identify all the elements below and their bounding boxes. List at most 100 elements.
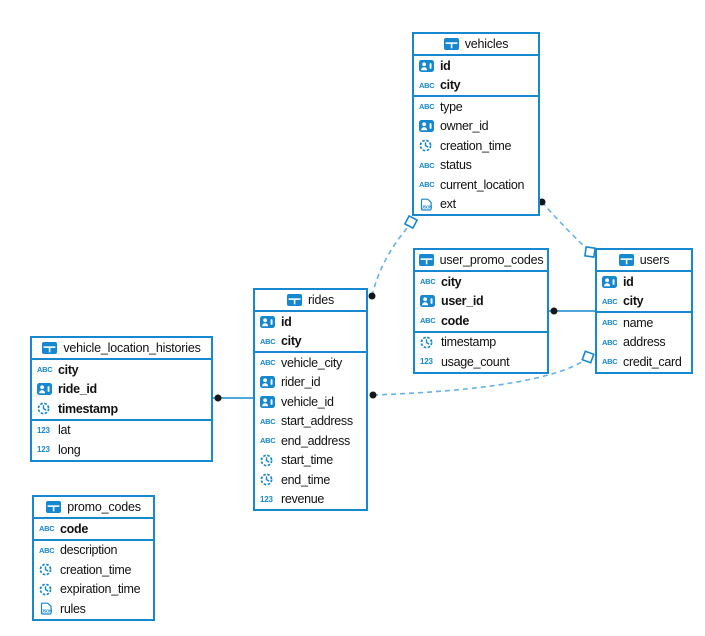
string-type-icon: ABC [37,365,53,375]
relationship-end-marker [581,350,595,364]
string-type-icon: ABC [260,436,276,446]
column-row[interactable]: vehicle_id [255,392,366,412]
column-row[interactable]: id [255,312,366,332]
timestamp-type-icon [260,454,276,467]
string-type-icon: ABC [419,80,435,90]
column-row[interactable]: 123 lat [32,421,211,441]
column-name: address [623,335,666,350]
relationship-endpoint-dot [214,394,222,402]
column-name: city [440,78,461,93]
column-row[interactable]: ABC type [414,97,538,117]
uuid-type-icon [260,315,276,328]
column-row[interactable]: ABC address [597,333,691,353]
column-name: creation_time [60,562,132,577]
table-header[interactable]: promo_codes [34,497,153,519]
json-type-icon: JSON [39,602,55,615]
column-name: ext [440,197,456,212]
column-row[interactable]: ABC code [34,519,153,539]
relationship-line-rides-vehicles[interactable] [371,225,410,297]
table-user-promo-codes[interactable]: user_promo_codes ABC city user_id ABC co… [413,248,549,374]
string-type-icon: ABC [39,545,55,555]
column-row[interactable]: ABC city [255,332,366,352]
column-row[interactable]: timestamp [32,399,211,419]
table-header[interactable]: users [597,250,691,272]
table-vehicle-location-histories[interactable]: vehicle_location_histories ABC city ride… [30,336,213,462]
column-row[interactable]: ABC status [414,156,538,176]
column-row[interactable]: JSON ext [414,195,538,215]
column-row[interactable]: ABC vehicle_city [255,353,366,373]
string-type-icon: ABC [602,337,618,347]
column-name: ride_id [58,382,97,397]
table-vehicles[interactable]: vehicles id ABC city ABC type owner_id c… [412,32,540,216]
relationship-endpoint-dot [550,307,558,315]
column-row[interactable]: ABC start_address [255,412,366,432]
string-type-icon: ABC [602,318,618,328]
table-header[interactable]: user_promo_codes [415,250,547,272]
column-row[interactable]: user_id [415,292,547,312]
column-row[interactable]: ABC name [597,313,691,333]
column-row[interactable]: ride_id [32,380,211,400]
column-row[interactable]: owner_id [414,117,538,137]
column-row[interactable]: creation_time [414,136,538,156]
column-row[interactable]: ABC current_location [414,175,538,195]
json-type-icon: JSON [419,198,435,211]
column-row[interactable]: 123 usage_count [415,352,547,372]
uuid-type-icon [260,376,276,389]
column-row[interactable]: ABC description [34,541,153,561]
section-divider [34,538,153,541]
column-name: city [281,334,302,349]
column-row[interactable]: 123 revenue [255,490,366,510]
table-header[interactable]: rides [255,290,366,312]
column-row[interactable]: JSON rules [34,599,153,619]
table-rides[interactable]: rides id ABC city ABC vehicle_city rider… [253,288,368,511]
uuid-type-icon [419,59,435,72]
table-header[interactable]: vehicle_location_histories [32,338,211,360]
table-icon [46,501,62,513]
column-row[interactable]: id [597,272,691,292]
column-name: id [281,314,292,329]
column-name: end_time [281,472,331,487]
column-row[interactable]: ABC end_address [255,431,366,451]
column-row[interactable]: ABC city [32,360,211,380]
column-row[interactable]: creation_time [34,560,153,580]
column-row[interactable]: ABC code [415,311,547,331]
string-type-icon: ABC [420,277,436,287]
relationship-line-vehicles-users[interactable] [541,201,587,249]
relationship-endpoint-dot [368,292,376,300]
column-row[interactable]: ABC city [597,292,691,312]
column-row[interactable]: expiration_time [34,580,153,600]
column-row[interactable]: rider_id [255,373,366,393]
string-type-icon: ABC [260,416,276,426]
section-divider [415,330,547,333]
uuid-type-icon [602,275,618,288]
string-type-icon: ABC [419,160,435,170]
column-name: revenue [281,492,325,507]
string-type-icon: ABC [419,180,435,190]
string-type-icon: ABC [260,358,276,368]
table-header[interactable]: vehicles [414,34,538,56]
column-row[interactable]: id [414,56,538,76]
column-row[interactable]: start_time [255,451,366,471]
column-row[interactable]: ABC city [415,272,547,292]
column-row[interactable]: 123 long [32,440,211,460]
table-users[interactable]: users id ABC city ABC name ABC address A… [595,248,693,374]
column-row[interactable]: ABC city [414,76,538,96]
uuid-type-icon [260,395,276,408]
column-row[interactable]: end_time [255,470,366,490]
table-icon [286,294,303,306]
column-row[interactable]: timestamp [415,333,547,353]
section-divider [255,351,366,353]
table-title: users [639,253,670,267]
column-row[interactable]: ABC credit_card [597,352,691,372]
column-name: owner_id [440,119,489,134]
table-icon [418,254,435,266]
timestamp-type-icon [420,336,436,349]
column-name: creation_time [440,138,512,153]
string-type-icon: ABC [39,524,55,534]
column-name: rider_id [281,375,321,390]
column-name: vehicle_city [281,355,343,370]
table-promo-codes[interactable]: promo_codes ABC code ABC description cre… [32,495,155,621]
column-name: end_address [281,433,350,448]
relationship-endpoint-dot [369,391,377,399]
